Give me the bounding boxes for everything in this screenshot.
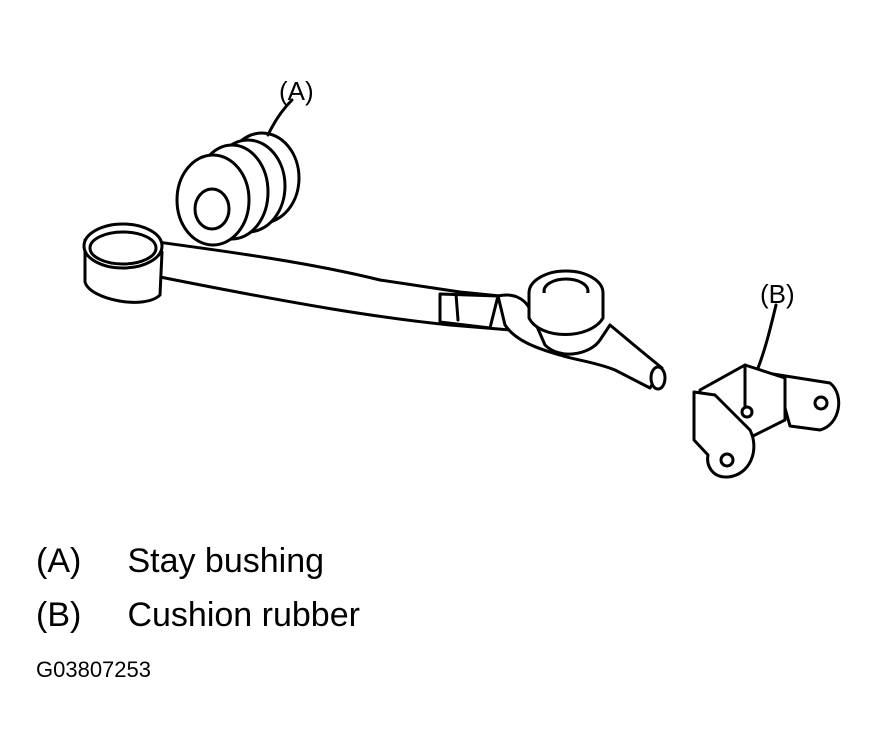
legend-label: Stay bushing [127, 542, 325, 580]
callout-b-label: (B) [760, 279, 795, 309]
cushion-rubber-part [692, 363, 841, 479]
legend-item-a: (A) Stay bushing [36, 542, 324, 581]
stay-arm-part [82, 222, 667, 391]
legend-key: (B) [36, 596, 82, 634]
figure-id: G03807253 [36, 657, 151, 682]
parts-illustration [82, 98, 841, 479]
legend-key: (A) [36, 542, 82, 580]
callout-a-label: (A) [279, 76, 314, 106]
callout-a-leader [266, 98, 294, 137]
callout-b-leader [756, 303, 778, 370]
legend-item-b: (B) Cushion rubber [36, 596, 360, 635]
legend-label: Cushion rubber [127, 596, 360, 634]
stay-bushing-part [175, 131, 301, 247]
